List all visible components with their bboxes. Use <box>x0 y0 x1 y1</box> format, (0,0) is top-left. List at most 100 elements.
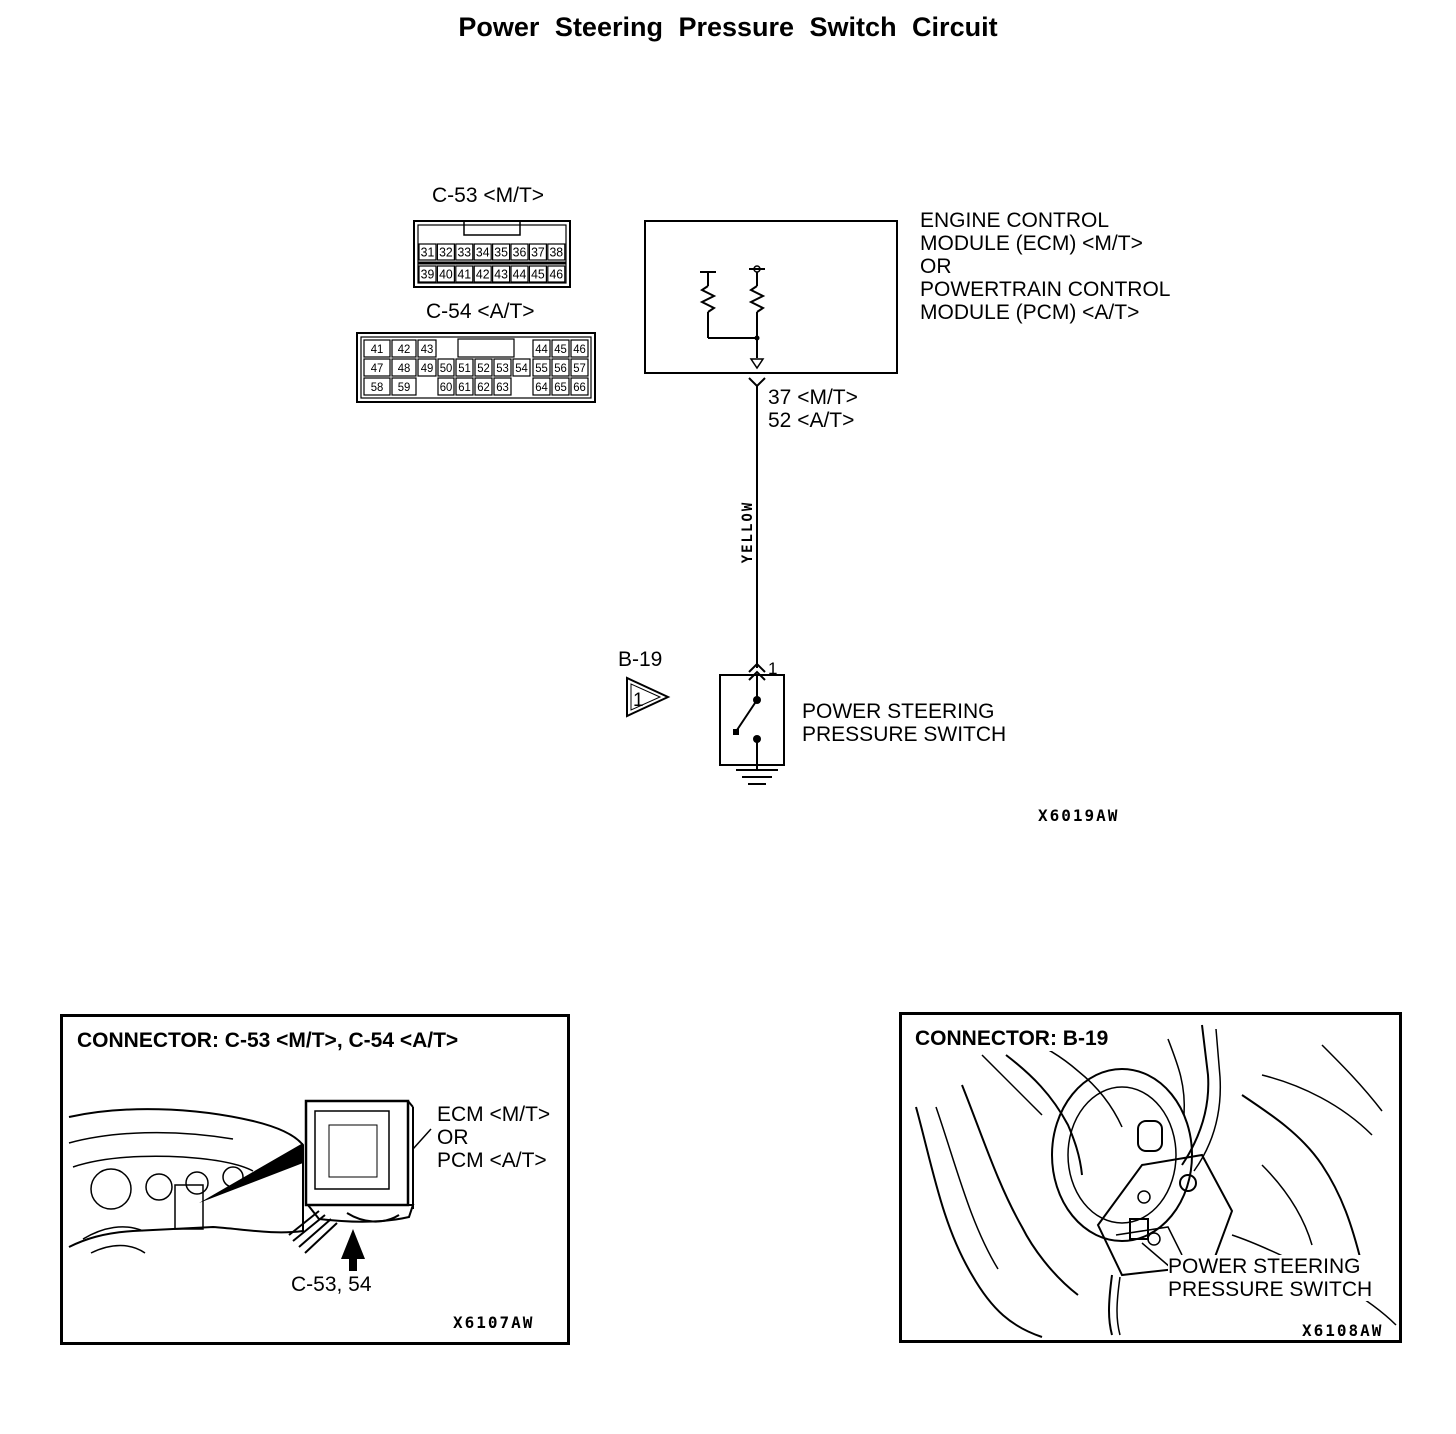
connector-pin-number: 62 <box>477 380 490 394</box>
connector-pin-number: 38 <box>549 245 563 260</box>
connector-pin-cell <box>455 377 474 396</box>
connector-c53-label: C-53 <M/T> <box>432 184 545 207</box>
svg-text:1: 1 <box>633 690 644 711</box>
connector-pin-cell <box>474 377 493 396</box>
connector-pin-number: 44 <box>535 342 548 356</box>
connector-pin-number: 44 <box>513 267 527 282</box>
connector-pin-cell <box>493 358 512 377</box>
connector-pin-cell <box>418 265 437 283</box>
terminal-mt: 37 <M/T> <box>768 386 858 409</box>
connector-pin-cell <box>363 358 391 377</box>
connector-pin-cell <box>510 265 529 283</box>
connector-pin-number: 56 <box>554 361 567 375</box>
connector-pin-cell <box>455 358 474 377</box>
connector-pin-cell <box>492 265 511 283</box>
connector-pin-cell <box>473 243 492 261</box>
connector-pin-cell <box>474 358 493 377</box>
panel-left-code: X6107AW <box>453 1313 535 1332</box>
connector-pin-cell <box>493 377 512 396</box>
connector-pin-number: 45 <box>554 342 567 356</box>
b19-pin-number: 1 <box>768 659 777 678</box>
connector-pin-cell <box>455 243 474 261</box>
connector-pin-cell <box>391 377 417 396</box>
connector-pin-cell <box>417 339 437 358</box>
connector-pin-cell <box>532 377 551 396</box>
connector-pin-number: 32 <box>439 245 453 260</box>
dashboard-illustration <box>68 1099 432 1271</box>
b19-connector-marker: 1 <box>626 676 671 718</box>
connector-pin-cell <box>363 339 391 358</box>
connector-pin-number: 63 <box>496 380 509 394</box>
connector-pin-cell <box>455 265 474 283</box>
ecm-label-line2: MODULE (ECM) <M/T> <box>920 232 1143 255</box>
connector-pin-cell <box>570 377 589 396</box>
connector-pin-number: 66 <box>573 380 586 394</box>
wire-color-label: YELLOW <box>740 501 756 564</box>
connector-pin-cell <box>492 243 511 261</box>
connector-pin-number: 35 <box>494 245 508 260</box>
connector-pin-number: 42 <box>398 342 411 356</box>
switch-label-line2: PRESSURE SWITCH <box>802 723 1007 746</box>
connector-pin-number: 55 <box>535 361 548 375</box>
b19-label: B-19 <box>618 648 663 671</box>
connector-pin-number: 46 <box>549 267 563 282</box>
connector-pin-cell <box>547 243 566 261</box>
connector-pin-cell <box>437 377 455 396</box>
connector-pin-number: 64 <box>535 380 548 394</box>
connector-pin-cell <box>532 358 551 377</box>
ground-symbol <box>736 765 778 785</box>
connector-pin-cell <box>391 339 417 358</box>
connector-pin-number: 50 <box>440 361 453 375</box>
panel-right-switch-line2: PRESSURE SWITCH <box>1168 1278 1373 1301</box>
connector-pin-number: 60 <box>440 380 453 394</box>
connector-pin-number: 47 <box>371 361 384 375</box>
ecm-label-line1: ENGINE CONTROL <box>920 209 1110 232</box>
connector-location-panel-left: CONNECTOR: C-53 <M/T>, C-54 <A/T> ECM <M… <box>60 1014 570 1345</box>
connector-pin-number: 45 <box>531 267 545 282</box>
connector-pin-cell <box>512 358 531 377</box>
connector-pin-cell <box>528 265 548 283</box>
connector-pin-cell <box>473 265 492 283</box>
connector-pin-number: 58 <box>371 380 384 394</box>
page-title: Power Steering Pressure Switch Circuit <box>458 12 998 42</box>
b19-chevron-up <box>748 662 766 673</box>
terminal-at: 52 <A/T> <box>768 409 855 432</box>
connector-pin-cell <box>417 358 437 377</box>
connector-pin-cell <box>436 243 455 261</box>
ecm-label-line4: POWERTRAIN CONTROL <box>920 278 1171 301</box>
connector-pin-cell <box>418 243 437 261</box>
ecm-label-line5: MODULE (PCM) <A/T> <box>920 301 1140 324</box>
connector-pin-cell <box>551 358 570 377</box>
connector-pin-number: 49 <box>421 361 434 375</box>
panel-left-ecm-line2: OR <box>437 1126 469 1149</box>
connector-pin-cell <box>528 243 548 261</box>
terminal-label: 37 <M/T> 52 <A/T> <box>768 386 858 432</box>
panel-right-code: X6108AW <box>1302 1321 1384 1340</box>
connector-pin-number: 57 <box>573 361 586 375</box>
connector-pin-cell <box>510 243 529 261</box>
panel-left-title: CONNECTOR: C-53 <M/T>, C-54 <A/T> <box>77 1029 459 1052</box>
panel-left-ecm-line1: ECM <M/T> <box>437 1103 551 1126</box>
switch-label: POWER STEERING PRESSURE SWITCH <box>802 700 1006 746</box>
panel-right-title: CONNECTOR: B-19 <box>915 1027 1113 1051</box>
connector-pin-number: 33 <box>457 245 471 260</box>
panel-right-switch-label: POWER STEERING PRESSURE SWITCH <box>1168 1255 1373 1301</box>
connector-location-panel-right: CONNECTOR: B-19 POWER STEERING PRESSURE … <box>899 1012 1402 1343</box>
connector-pin-number: 42 <box>476 267 490 282</box>
connector-pin-number: 61 <box>458 380 471 394</box>
connector-pin-number: 41 <box>457 267 471 282</box>
connector-pin-cell <box>436 265 455 283</box>
connector-pin-number: 43 <box>494 267 508 282</box>
connector-pin-cell <box>363 377 391 396</box>
panel-left-ecm-line3: PCM <A/T> <box>437 1149 547 1172</box>
connector-pin-cell <box>437 358 455 377</box>
panel-left-ecm-label: ECM <M/T> OR PCM <A/T> <box>437 1103 550 1172</box>
connector-pin-number: 46 <box>573 342 586 356</box>
connector-pin-cell <box>551 339 570 358</box>
ecm-terminal-chevron <box>748 377 766 388</box>
connector-pin-number: 31 <box>421 245 435 260</box>
connector-pin-number: 37 <box>531 245 545 260</box>
ecm-box <box>644 220 898 374</box>
b19-chevron-down <box>748 670 766 681</box>
